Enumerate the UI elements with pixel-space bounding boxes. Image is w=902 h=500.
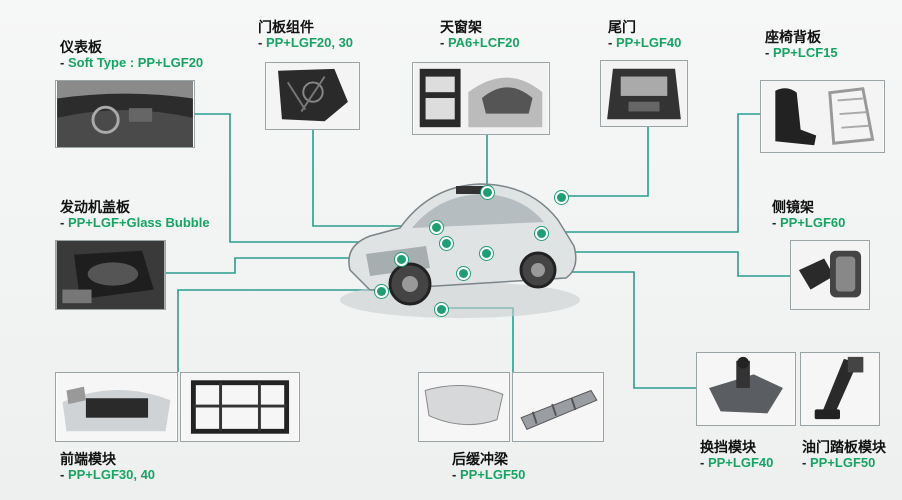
- rear-bumper-thumbnail-2: [512, 372, 604, 442]
- pedal-module-picture: [801, 353, 879, 425]
- connector-dot-door: [430, 221, 443, 234]
- pedal-module-thumbnail: [800, 352, 880, 426]
- seat-back-thumbnail: [760, 80, 885, 153]
- label-front-end: 前端模块 PP+LGF30, 40: [60, 452, 155, 483]
- rear-bumper-thumbnail-1: [418, 372, 510, 442]
- part-name: 前端模块: [60, 452, 116, 468]
- part-name: 换挡模块: [700, 440, 756, 456]
- part-name: 发动机盖板: [60, 200, 130, 216]
- label-dashboard: 仪表板 Soft Type : PP+LGF20: [60, 40, 203, 71]
- mirror-bracket-thumbnail: [790, 240, 870, 310]
- part-name: 油门踏板模块: [802, 440, 886, 456]
- part-spec: PP+LGF40: [608, 35, 681, 51]
- door-module-picture: [266, 63, 359, 129]
- front-end-picture-2: [181, 373, 299, 441]
- connector-dot-mirror: [480, 247, 493, 260]
- rear-bumper-picture-2: [513, 373, 603, 441]
- connector-dot-seat: [535, 227, 548, 240]
- part-name: 后缓冲梁: [452, 452, 508, 468]
- engine-cover-thumbnail: [55, 240, 166, 310]
- part-spec: Soft Type : PP+LGF20: [60, 55, 203, 71]
- label-door-module: 门板组件 PP+LGF20, 30: [258, 20, 353, 51]
- connector-dot-dashboard: [440, 237, 453, 250]
- shift-module-thumbnail: [696, 352, 796, 426]
- connector-dot-front-end: [375, 285, 388, 298]
- dashboard-picture: [57, 81, 193, 147]
- front-end-picture-1: [56, 373, 177, 441]
- part-name: 天窗架: [440, 20, 482, 36]
- label-shift-module: 换挡模块 PP+LGF40: [700, 440, 773, 471]
- connector-dot-engine: [395, 253, 408, 266]
- connector-dot-tailgate: [555, 191, 568, 204]
- part-spec: PP+LCF15: [765, 45, 838, 61]
- shift-module-picture: [697, 353, 795, 425]
- part-spec: PP+LGF40: [700, 455, 773, 471]
- front-end-thumbnail-2: [180, 372, 300, 442]
- dashboard-thumbnail: [55, 80, 195, 148]
- sunroof-thumbnail: [412, 62, 550, 135]
- connector-dot-rear-bumper: [435, 303, 448, 316]
- tailgate-thumbnail: [600, 60, 688, 127]
- part-name: 尾门: [608, 20, 636, 36]
- label-mirror-bracket: 侧镜架 PP+LGF60: [772, 200, 845, 231]
- part-spec: PP+LGF50: [452, 467, 525, 483]
- part-spec: PP+LGF30, 40: [60, 467, 155, 483]
- front-end-thumbnail-1: [55, 372, 178, 442]
- part-spec: PP+LGF50: [802, 455, 886, 471]
- label-tailgate: 尾门 PP+LGF40: [608, 20, 681, 51]
- part-name: 仪表板: [60, 40, 102, 56]
- label-rear-bumper: 后缓冲梁 PP+LGF50: [452, 452, 525, 483]
- part-name: 座椅背板: [765, 30, 821, 46]
- connector-dot-sunroof: [481, 186, 494, 199]
- part-spec: PP+LGF+Glass Bubble: [60, 215, 210, 231]
- label-sunroof: 天窗架 PA6+LCF20: [440, 20, 520, 51]
- tailgate-picture: [601, 61, 687, 126]
- part-spec: PP+LGF60: [772, 215, 845, 231]
- seat-back-picture: [761, 81, 884, 152]
- rear-bumper-picture-1: [419, 373, 509, 441]
- part-spec: PA6+LCF20: [440, 35, 520, 51]
- mirror-bracket-picture: [791, 241, 869, 309]
- part-spec: PP+LGF20, 30: [258, 35, 353, 51]
- engine-cover-picture: [56, 241, 165, 309]
- part-name: 门板组件: [258, 20, 314, 36]
- sunroof-picture: [413, 63, 549, 134]
- label-seat-back: 座椅背板 PP+LCF15: [765, 30, 838, 61]
- label-pedal-module: 油门踏板模块 PP+LGF50: [802, 440, 886, 471]
- car-illustration: [340, 183, 580, 318]
- label-engine-cover: 发动机盖板 PP+LGF+Glass Bubble: [60, 200, 210, 231]
- door-module-thumbnail: [265, 62, 360, 130]
- connector-dot-shift: [457, 267, 470, 280]
- part-name: 侧镜架: [772, 200, 814, 216]
